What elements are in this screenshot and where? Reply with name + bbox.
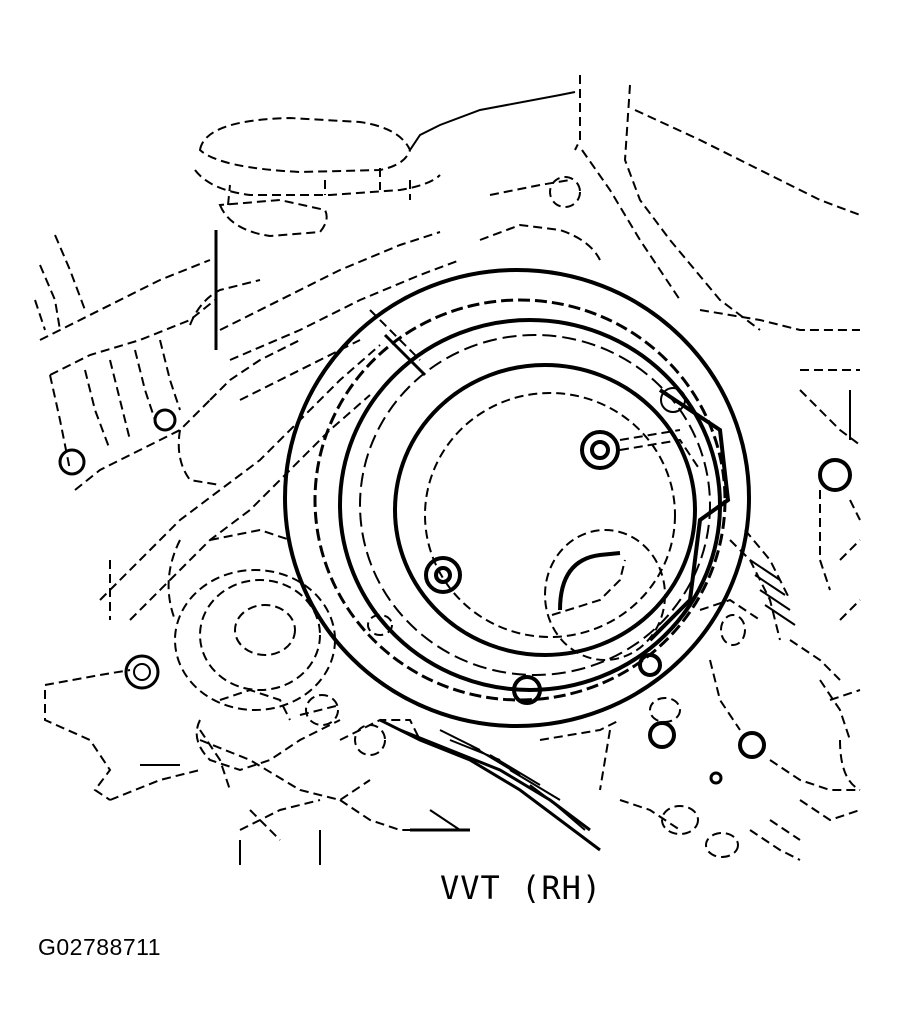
lower-left-pulley (44, 528, 341, 801)
vvt-rh-callout-label: VVT (RH) (440, 869, 603, 907)
top-cap (194, 91, 576, 350)
figure-id: G02788711 (38, 934, 162, 960)
timing-chain-hatching (379, 718, 621, 852)
lower-bracket (199, 719, 470, 865)
right-structure (619, 458, 861, 861)
vvt-inner-rotor (338, 318, 731, 692)
mounting-bolts (367, 387, 701, 705)
left-structure (34, 234, 301, 491)
upper-right-structure (479, 75, 861, 446)
center-bore (544, 529, 666, 661)
vvt-outer-housing (283, 268, 751, 728)
diagonal-bands (99, 231, 461, 621)
